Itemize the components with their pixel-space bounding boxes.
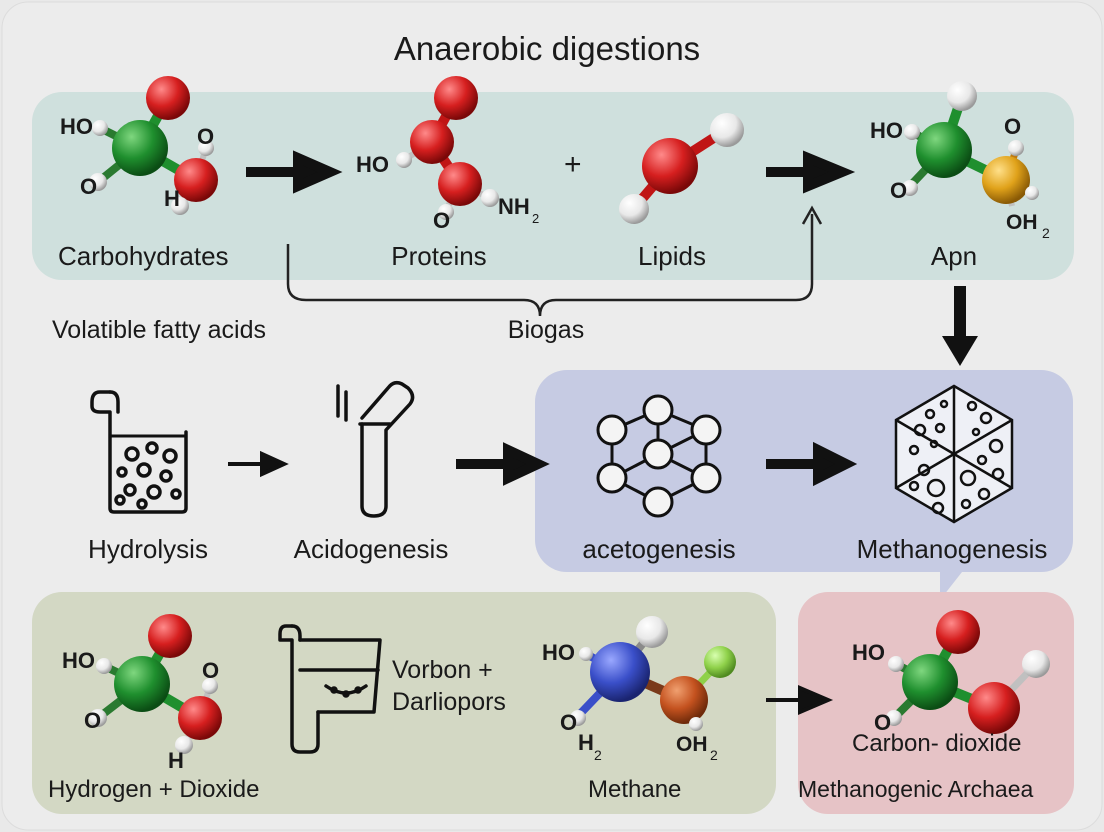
- co2-atom-ho: HO: [852, 640, 885, 665]
- carbohydrates-atom-o-right: O: [197, 124, 215, 149]
- carbon-dioxide-label: Carbon- dioxide: [852, 730, 1022, 757]
- co2-atom-o: O: [874, 710, 892, 735]
- methane-atom-oh: OH: [676, 733, 708, 756]
- apn-molecule: [902, 81, 1039, 207]
- apn-atom-ho: HO: [870, 118, 903, 143]
- arrow-to-carbon-dioxide: [766, 684, 834, 716]
- proteins-label: Proteins: [391, 241, 487, 271]
- acetogenesis-network-icon: [596, 394, 722, 518]
- stage-methanogenesis: Methanogenesis: [856, 534, 1048, 564]
- methane-atom-o: O: [560, 710, 578, 735]
- methanogenesis-hexagon-icon: [894, 384, 1014, 524]
- apn-atom-o-left: O: [890, 178, 908, 203]
- arrow-carbs-to-proteins: [246, 150, 343, 194]
- biogas-bracket: [286, 214, 814, 317]
- vessel-icon: [278, 624, 382, 754]
- stage-acidogenesis: Acidogenesis: [293, 534, 449, 564]
- diagram-title: Anaerobic digestions: [393, 30, 701, 67]
- methane-atom-oh-subscript: 2: [710, 747, 718, 763]
- h2o2-atom-ho: HO: [62, 648, 95, 673]
- apn-atom-o-top: O: [1004, 114, 1022, 139]
- h2o2-atom-o-left: O: [84, 708, 102, 733]
- methanogenic-archaea-label: Methanogenic Archaea: [798, 776, 1034, 802]
- carbohydrates-label: Carbohydrates: [58, 241, 229, 271]
- top-panel: [32, 92, 1074, 280]
- bracket-arrow-tip: [801, 205, 823, 225]
- methane-label: Methane: [588, 776, 682, 803]
- methane-molecule: [570, 616, 736, 731]
- stage-hydrolysis: Hydrolysis: [88, 534, 208, 564]
- lipids-label: Lipids: [638, 241, 706, 271]
- arrow-apn-down-head: [942, 336, 978, 366]
- bottom-panel: [32, 592, 776, 814]
- biogas-label: Biogas: [507, 316, 585, 344]
- arrow-acetogenesis-to-methanogenesis: [766, 441, 858, 487]
- vessel-text-line-1: Vorbon +: [392, 656, 493, 684]
- hydrogen-dioxide-molecule: [89, 614, 222, 754]
- proteins-atom-nh: NH: [498, 194, 530, 219]
- carbon-dioxide-molecule: [886, 610, 1050, 734]
- arrow-acidogenesis-to-acetogenesis: [456, 442, 550, 486]
- proteins-molecule: [396, 76, 499, 220]
- vessel-text-line-2: Darliopors: [392, 688, 506, 716]
- methane-atom-h-subscript: 2: [594, 747, 602, 763]
- methane-atom-h: H: [578, 730, 594, 755]
- stage-acetogenesis: acetogenesis: [582, 534, 736, 564]
- proteins-atom-nh-subscript: 2: [532, 211, 540, 226]
- carbohydrates-molecule: [89, 76, 218, 215]
- apn-label: Apn: [930, 241, 978, 271]
- plus-sign: +: [564, 148, 582, 181]
- arrow-hydrolysis-to-acidogenesis: [228, 450, 289, 478]
- volatile-fatty-acids-label: Volatible fatty acids: [52, 316, 267, 344]
- apn-atom-oh: OH: [1006, 211, 1038, 234]
- methane-atom-ho: HO: [542, 640, 575, 665]
- proteins-atom-ho: HO: [356, 152, 389, 177]
- h2o2-atom-h: H: [168, 748, 184, 773]
- lipids-molecule: [619, 113, 744, 224]
- acidogenesis-tube-icon: [336, 380, 415, 518]
- carbohydrates-atom-o-left: O: [80, 174, 98, 199]
- hydrolysis-beaker-icon: [90, 390, 188, 514]
- carbohydrates-atom-h: H: [164, 186, 180, 211]
- h2o2-atom-o-right: O: [202, 658, 220, 683]
- carbohydrates-atom-ho: HO: [60, 114, 93, 139]
- hydrogen-dioxide-label: Hydrogen + Dioxide: [48, 776, 260, 803]
- proteins-atom-o: O: [433, 208, 451, 233]
- apn-atom-oh-subscript: 2: [1042, 225, 1050, 241]
- arrow-lipids-to-apn: [766, 150, 856, 194]
